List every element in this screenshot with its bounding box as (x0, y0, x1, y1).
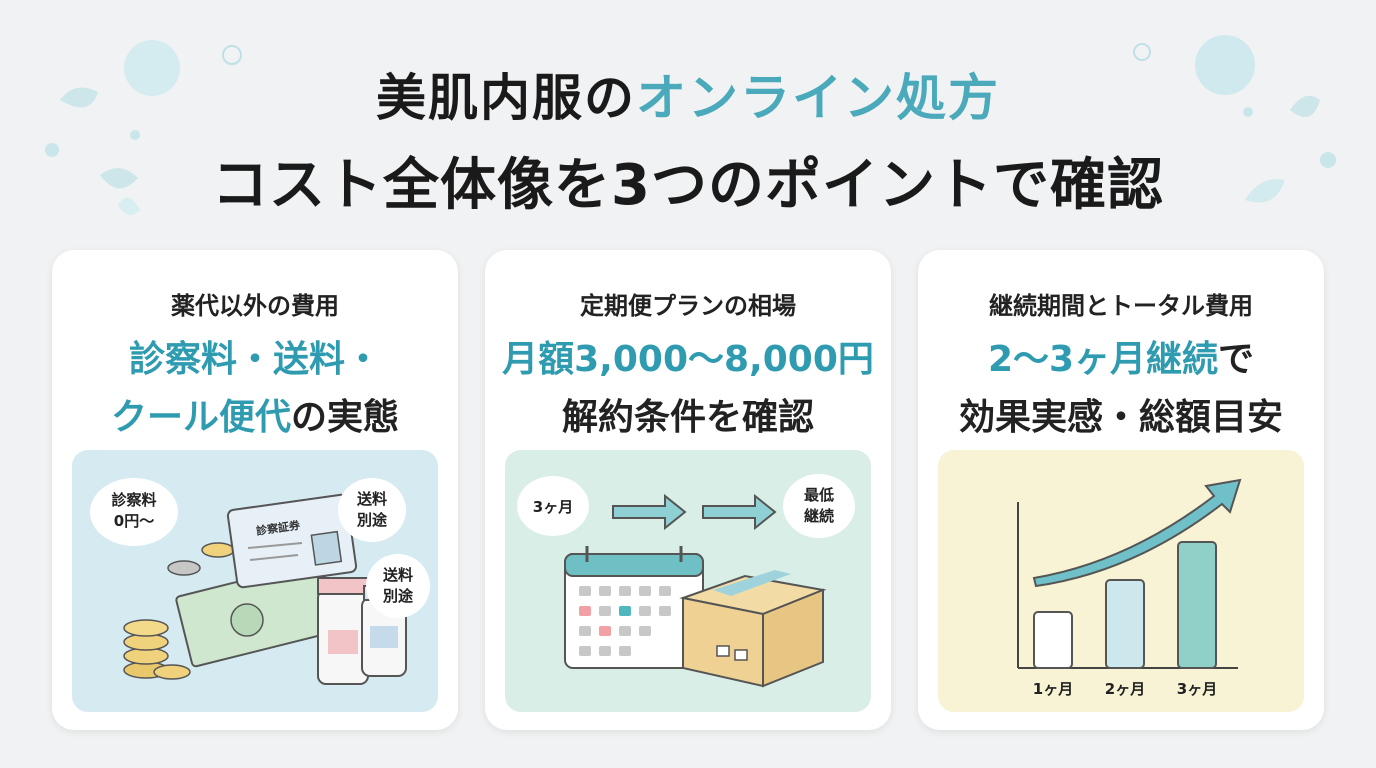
card-heading-teal: クール便代 (110, 397, 291, 438)
card-heading-line2: 効果実感・総額目安 (958, 397, 1283, 438)
coin-stack-icon (123, 542, 235, 680)
svg-text:送料: 送料 (356, 490, 387, 508)
bar-label: 2ヶ月 (1105, 680, 1145, 698)
card-subscription: 定期便プランの相場 月額3,000〜8,000円 解約条件を確認 3ヶ月 最低 … (485, 250, 891, 730)
decor-bubble-icon (1243, 107, 1253, 117)
speech-bubble-shipping: 送料 別途 (366, 554, 430, 618)
decor-bubble-icon (222, 45, 242, 65)
leaf-icon (1290, 95, 1320, 118)
svg-text:別途: 別途 (382, 587, 414, 605)
speech-bubble-fee: 診察料 0円〜 (90, 478, 178, 546)
illustration-growth: 1ヶ月 2ヶ月 3ヶ月 (938, 450, 1304, 712)
title-dark-part: 美肌内服の (376, 68, 636, 127)
card-subtitle: 定期便プランの相場 (580, 292, 796, 320)
decor-bubble-icon (124, 40, 180, 96)
page-subtitle: コスト全体像を3つのポイントで確認 (212, 153, 1164, 218)
card-heading-dark: で (1218, 339, 1255, 380)
decor-bubble-icon (1195, 35, 1255, 95)
decor-bubble-icon (45, 143, 59, 157)
leaf-icon (1245, 179, 1285, 203)
svg-text:最低: 最低 (804, 486, 834, 504)
leaf-icon (60, 87, 98, 108)
card-subtitle: 薬代以外の費用 (171, 292, 339, 320)
arrow-right-icon (702, 493, 777, 531)
card-heading-dark: の実態 (291, 397, 400, 438)
calendar-icon (564, 546, 704, 669)
bar-month-2 (1105, 579, 1145, 669)
speech-bubble-minimum: 最低 継続 (783, 474, 855, 538)
bar-label: 3ヶ月 (1177, 680, 1217, 698)
card-subtitle: 継続期間とトータル費用 (989, 292, 1253, 320)
illustration-subscription: 3ヶ月 最低 継続 (505, 450, 871, 712)
decor-bubble-icon (130, 130, 140, 140)
card-heading-line2: 解約条件を確認 (561, 397, 814, 438)
decor-bubble-icon (1320, 152, 1336, 168)
id-card-icon: 診察証券 (226, 493, 358, 589)
page-title: 美肌内服のオンライン処方 (0, 58, 1376, 130)
bar-month-1 (1033, 611, 1073, 669)
card-heading-line1: 診察料・送料・ (128, 339, 381, 380)
background-decorations (45, 35, 1336, 215)
svg-text:別途: 別途 (356, 511, 388, 529)
bar-month-3 (1177, 541, 1217, 669)
card-duration-total: 継続期間とトータル費用 2〜3ヶ月継続で 効果実感・総額目安 1ヶ月 2ヶ月 3… (918, 250, 1324, 730)
card-heading-teal: 2〜3ヶ月継続 (987, 339, 1219, 380)
medicine-bottle-icon (317, 577, 369, 685)
bar-label: 1ヶ月 (1033, 680, 1073, 698)
arrow-right-icon (612, 493, 687, 531)
svg-text:継続: 継続 (804, 507, 834, 525)
delivery-box-icon (679, 570, 827, 688)
card-heading-line1: 2〜3ヶ月継続で (918, 330, 1324, 382)
banknote-icon (175, 560, 339, 668)
card-heading-line2: クール便代の実態 (52, 388, 458, 440)
card-extra-costs: 薬代以外の費用 診察料・送料・ クール便代の実態 診察証券 (52, 250, 458, 730)
leaf-icon (100, 168, 138, 189)
svg-text:0円〜: 0円〜 (114, 512, 154, 530)
svg-text:送料: 送料 (382, 566, 413, 584)
speech-bubble-duration: 3ヶ月 (517, 476, 589, 536)
title-accent-part: オンライン処方 (636, 69, 1000, 127)
illustration-costs: 診察証券 診察料 0円〜 (72, 450, 438, 712)
speech-bubble-shipping: 送料 別途 (338, 478, 406, 542)
card-heading-line1: 月額3,000〜8,000円 (502, 339, 874, 380)
growth-arrow-icon (1032, 478, 1242, 588)
leaf-icon (118, 197, 140, 215)
svg-text:診察料: 診察料 (111, 491, 156, 509)
id-card-label: 診察証券 (255, 518, 302, 538)
svg-text:3ヶ月: 3ヶ月 (533, 498, 573, 516)
decor-bubble-icon (1133, 43, 1151, 61)
